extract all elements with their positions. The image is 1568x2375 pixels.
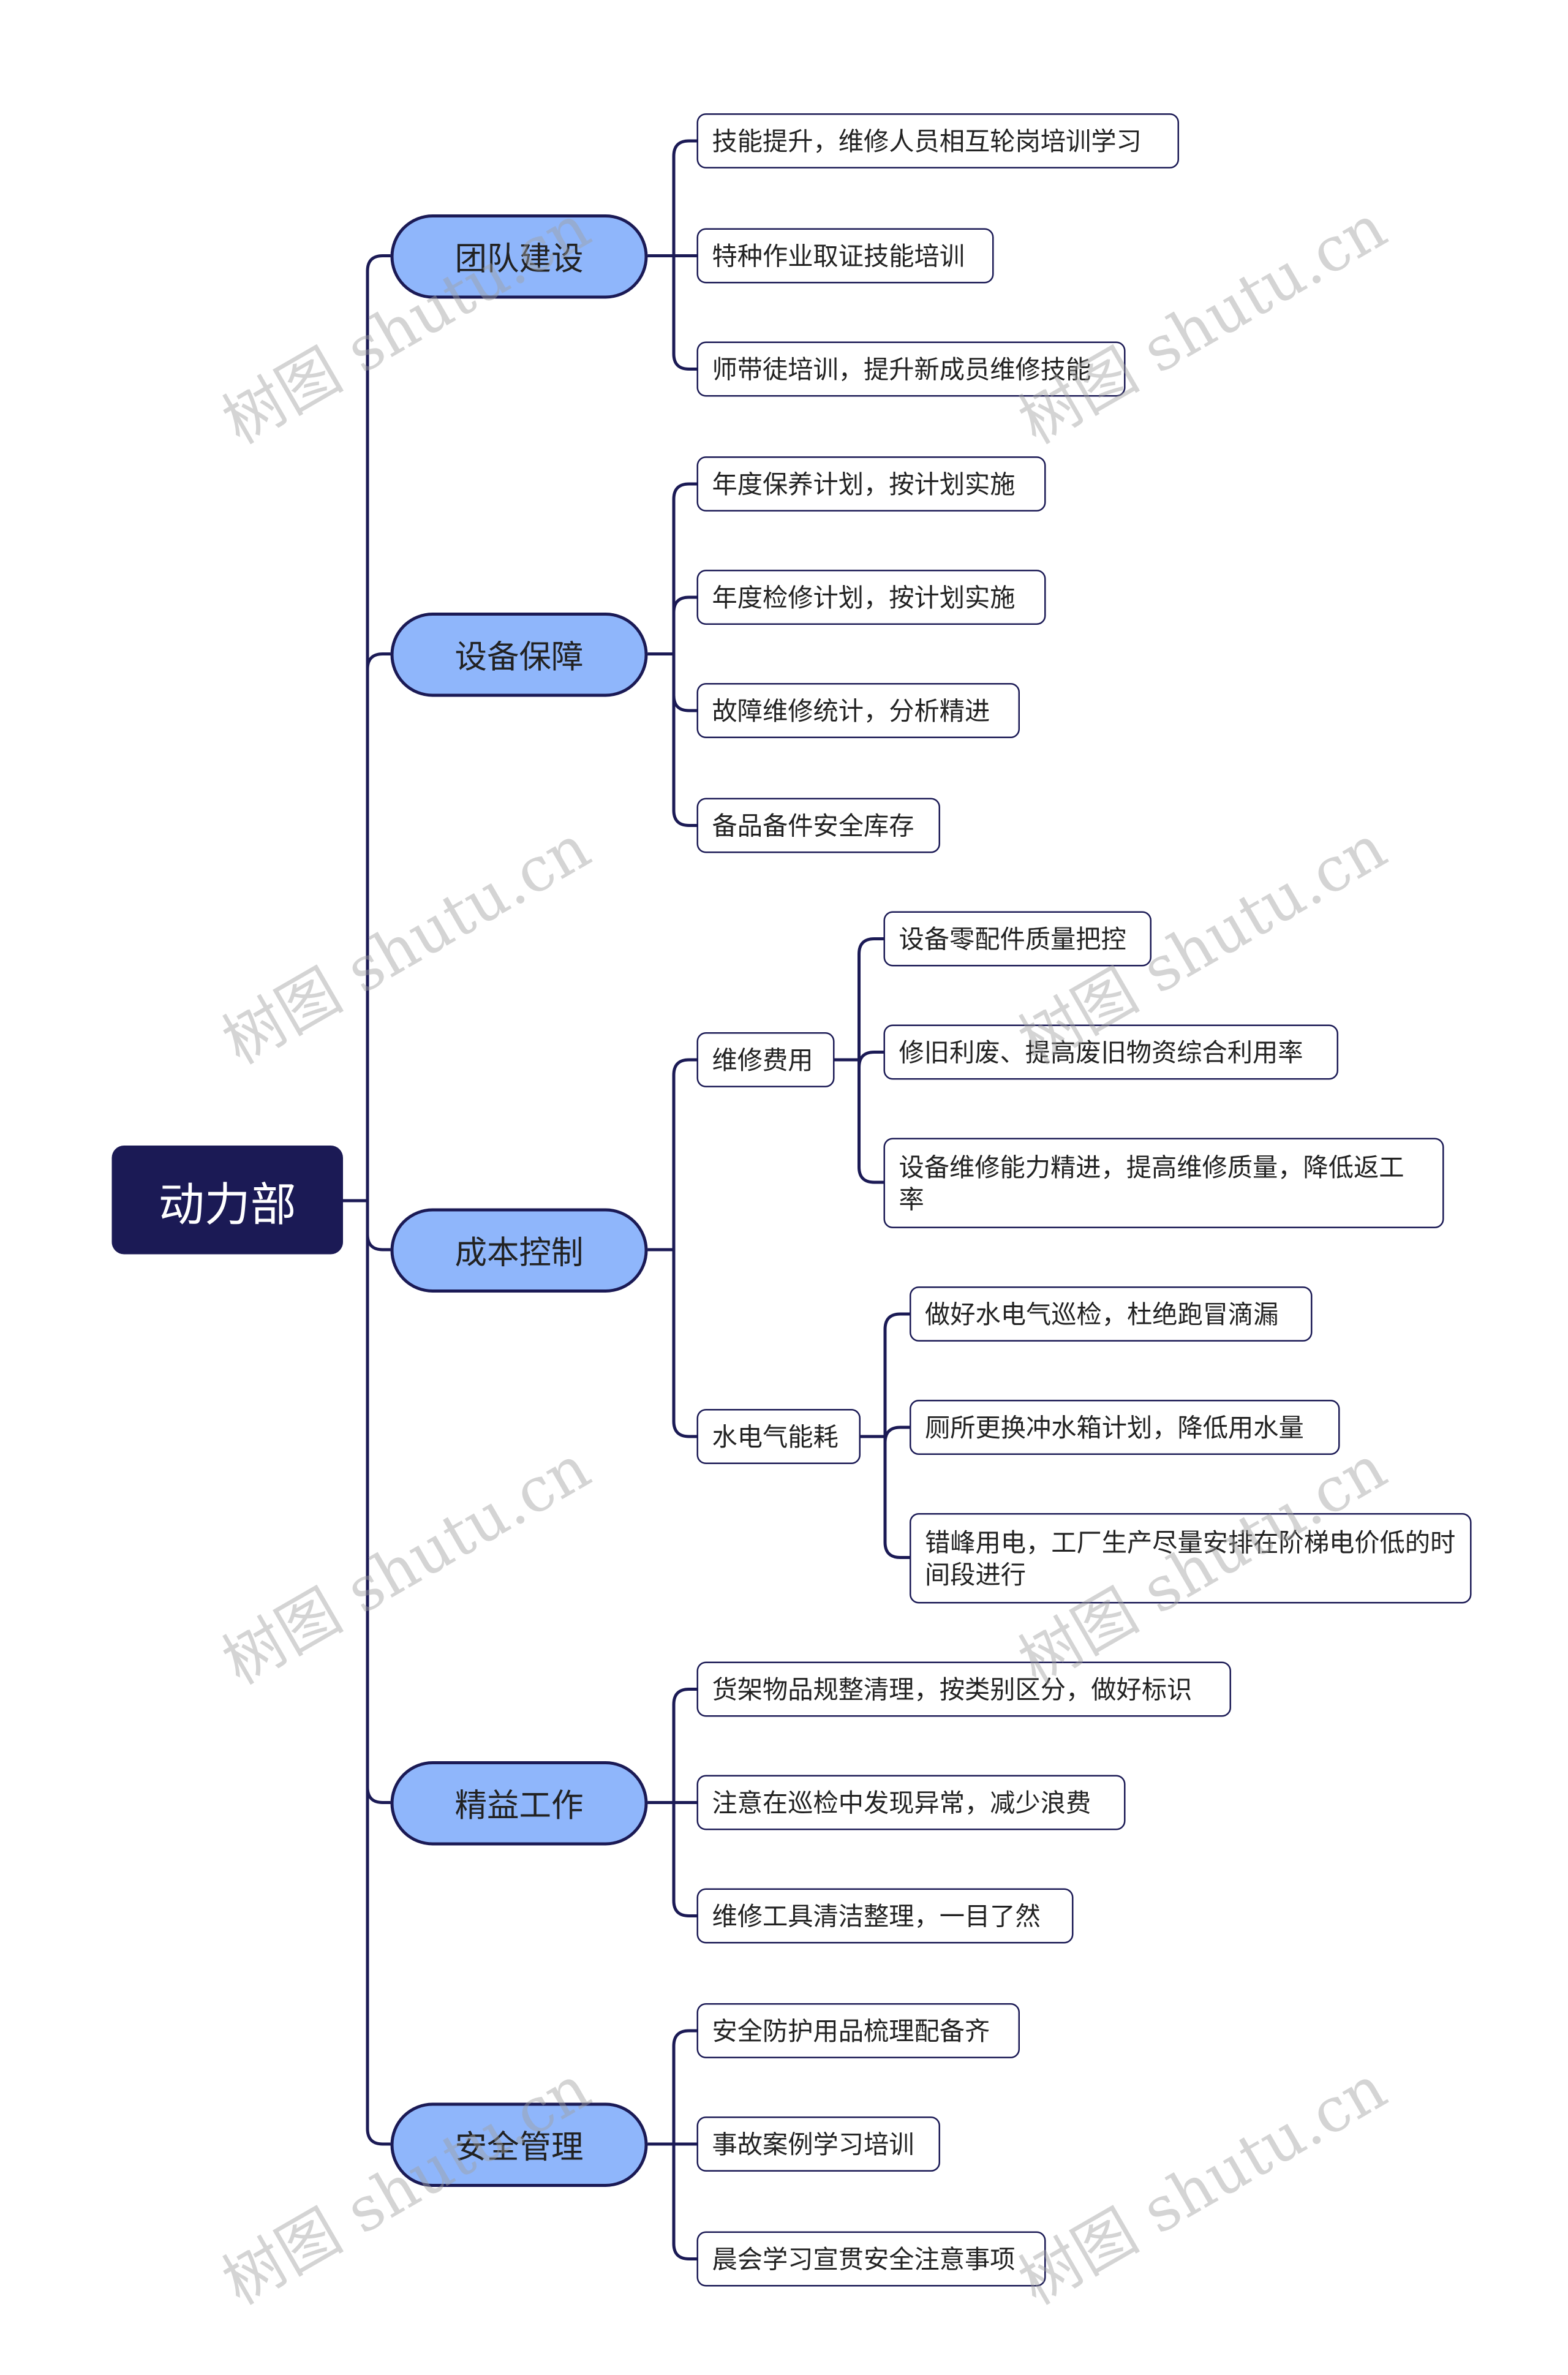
leaf[interactable]: 修旧利废、提高废旧物资综合利用率 bbox=[883, 1024, 1338, 1080]
branch-lean[interactable]: 精益工作 bbox=[390, 1761, 648, 1846]
connector bbox=[647, 1688, 697, 1917]
subbranch-utilities[interactable]: 水电气能耗 bbox=[696, 1409, 861, 1464]
branch-safety[interactable]: 安全管理 bbox=[390, 2102, 648, 2187]
branch-cost-control[interactable]: 成本控制 bbox=[390, 1208, 648, 1293]
subbranch-repair-cost[interactable]: 维修费用 bbox=[696, 1032, 835, 1087]
leaf[interactable]: 货架物品规整清理，按类别区分，做好标识 bbox=[696, 1661, 1231, 1717]
connector bbox=[647, 482, 697, 827]
leaf[interactable]: 设备零配件质量把控 bbox=[883, 911, 1152, 967]
connector bbox=[861, 1312, 910, 1559]
branch-equipment[interactable]: 设备保障 bbox=[390, 613, 648, 697]
leaf[interactable]: 故障维修统计，分析精进 bbox=[696, 683, 1020, 738]
leaf[interactable]: 维修工具清洁整理，一目了然 bbox=[696, 1888, 1074, 1944]
leaf[interactable]: 特种作业取证技能培训 bbox=[696, 228, 994, 284]
connector bbox=[647, 1058, 697, 1438]
leaf[interactable]: 注意在巡检中发现异常，减少浪费 bbox=[696, 1775, 1126, 1830]
leaf[interactable]: 做好水电气巡检，杜绝跑冒滴漏 bbox=[910, 1286, 1313, 1342]
connector bbox=[647, 139, 697, 371]
leaf[interactable]: 事故案例学习培训 bbox=[696, 2116, 940, 2172]
connector bbox=[834, 937, 884, 1184]
leaf[interactable]: 错峰用电，工厂生产尽量安排在阶梯电价低的时间段进行 bbox=[910, 1513, 1472, 1604]
leaf[interactable]: 厕所更换冲水箱计划，降低用水量 bbox=[910, 1400, 1340, 1455]
leaf[interactable]: 晨会学习宣贯安全注意事项 bbox=[696, 2231, 1046, 2287]
connector bbox=[647, 2029, 697, 2260]
leaf[interactable]: 备品备件安全库存 bbox=[696, 798, 940, 853]
leaf[interactable]: 年度检修计划，按计划实施 bbox=[696, 570, 1046, 625]
branch-team-building[interactable]: 团队建设 bbox=[390, 214, 648, 299]
root-node[interactable]: 动力部 bbox=[111, 1146, 343, 1255]
leaf[interactable]: 技能提升，维修人员相互轮岗培训学习 bbox=[696, 113, 1179, 168]
connector bbox=[343, 254, 391, 2146]
leaf[interactable]: 年度保养计划，按计划实施 bbox=[696, 456, 1046, 512]
leaf[interactable]: 师带徒培训，提升新成员维修技能 bbox=[696, 341, 1126, 397]
leaf[interactable]: 安全防护用品梳理配备齐 bbox=[696, 2003, 1020, 2058]
leaf[interactable]: 设备维修能力精进，提高维修质量，降低返工率 bbox=[883, 1138, 1444, 1228]
